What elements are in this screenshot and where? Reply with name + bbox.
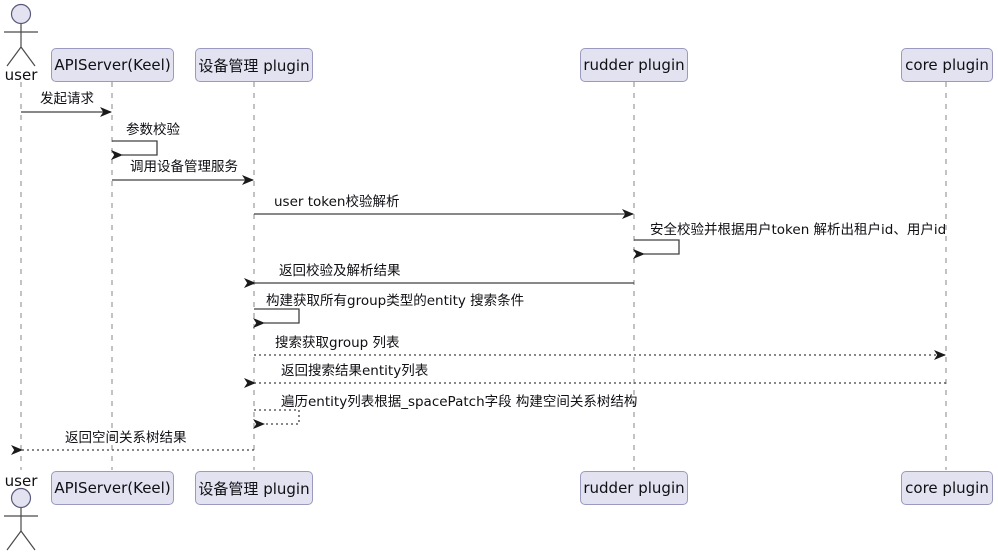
participant-box-rudder-top[interactable]: rudder plugin <box>580 48 688 82</box>
message-label-m4: user token校验解析 <box>274 194 400 210</box>
message-label-m3: 调用设备管理服务 <box>130 159 238 175</box>
actor-label-user-top: user <box>4 66 38 84</box>
participant-label: core plugin <box>905 56 989 74</box>
message-m5 <box>633 239 680 259</box>
self-message-line <box>111 140 158 160</box>
participant-box-apiserver-bottom[interactable]: APIServer(Keel) <box>51 471 174 505</box>
participant-box-apiserver-top[interactable]: APIServer(Keel) <box>51 48 174 82</box>
self-message-line <box>253 308 300 328</box>
actor-label-user-bottom: user <box>4 472 38 490</box>
message-label-m2: 参数校验 <box>126 122 180 138</box>
message-label-m7: 构建获取所有group类型的entity 搜索条件 <box>266 293 525 309</box>
message-m10 <box>253 409 300 429</box>
participant-label: APIServer(Keel) <box>54 56 171 74</box>
message-label-m10: 遍历entity列表根据_spacePatch字段 构建空间关系树结构 <box>281 394 638 410</box>
participant-label: 设备管理 plugin <box>198 479 310 498</box>
participant-label: rudder plugin <box>583 56 685 74</box>
message-label-m8: 搜索获取group 列表 <box>275 335 400 351</box>
participant-label: 设备管理 plugin <box>198 56 310 75</box>
lifelines-layer <box>20 82 947 470</box>
message-m7 <box>253 308 300 328</box>
self-message-line <box>633 239 680 259</box>
actor-figures-layer <box>4 3 38 551</box>
participant-label: core plugin <box>905 479 989 497</box>
actor-figure-user[interactable] <box>4 487 38 551</box>
message-label-m1: 发起请求 <box>40 91 94 107</box>
actor-figure-user[interactable] <box>4 3 38 67</box>
message-label-m11: 返回空间关系树结果 <box>65 430 187 446</box>
message-label-m6: 返回校验及解析结果 <box>279 263 401 279</box>
participant-label: rudder plugin <box>583 479 685 497</box>
participant-label: APIServer(Keel) <box>54 479 171 497</box>
self-message-line <box>253 409 300 429</box>
participant-box-device-bottom[interactable]: 设备管理 plugin <box>195 471 313 505</box>
message-label-m9: 返回搜索结果entity列表 <box>281 363 429 379</box>
message-label-m5: 安全校验并根据用户token 解析出租户id、用户id <box>650 222 947 238</box>
message-m2 <box>111 140 158 160</box>
participant-box-rudder-bottom[interactable]: rudder plugin <box>580 471 688 505</box>
participant-box-core-bottom[interactable]: core plugin <box>901 471 993 505</box>
participant-box-core-top[interactable]: core plugin <box>901 48 993 82</box>
messages-layer <box>10 107 946 455</box>
participant-box-device-top[interactable]: 设备管理 plugin <box>195 48 313 82</box>
